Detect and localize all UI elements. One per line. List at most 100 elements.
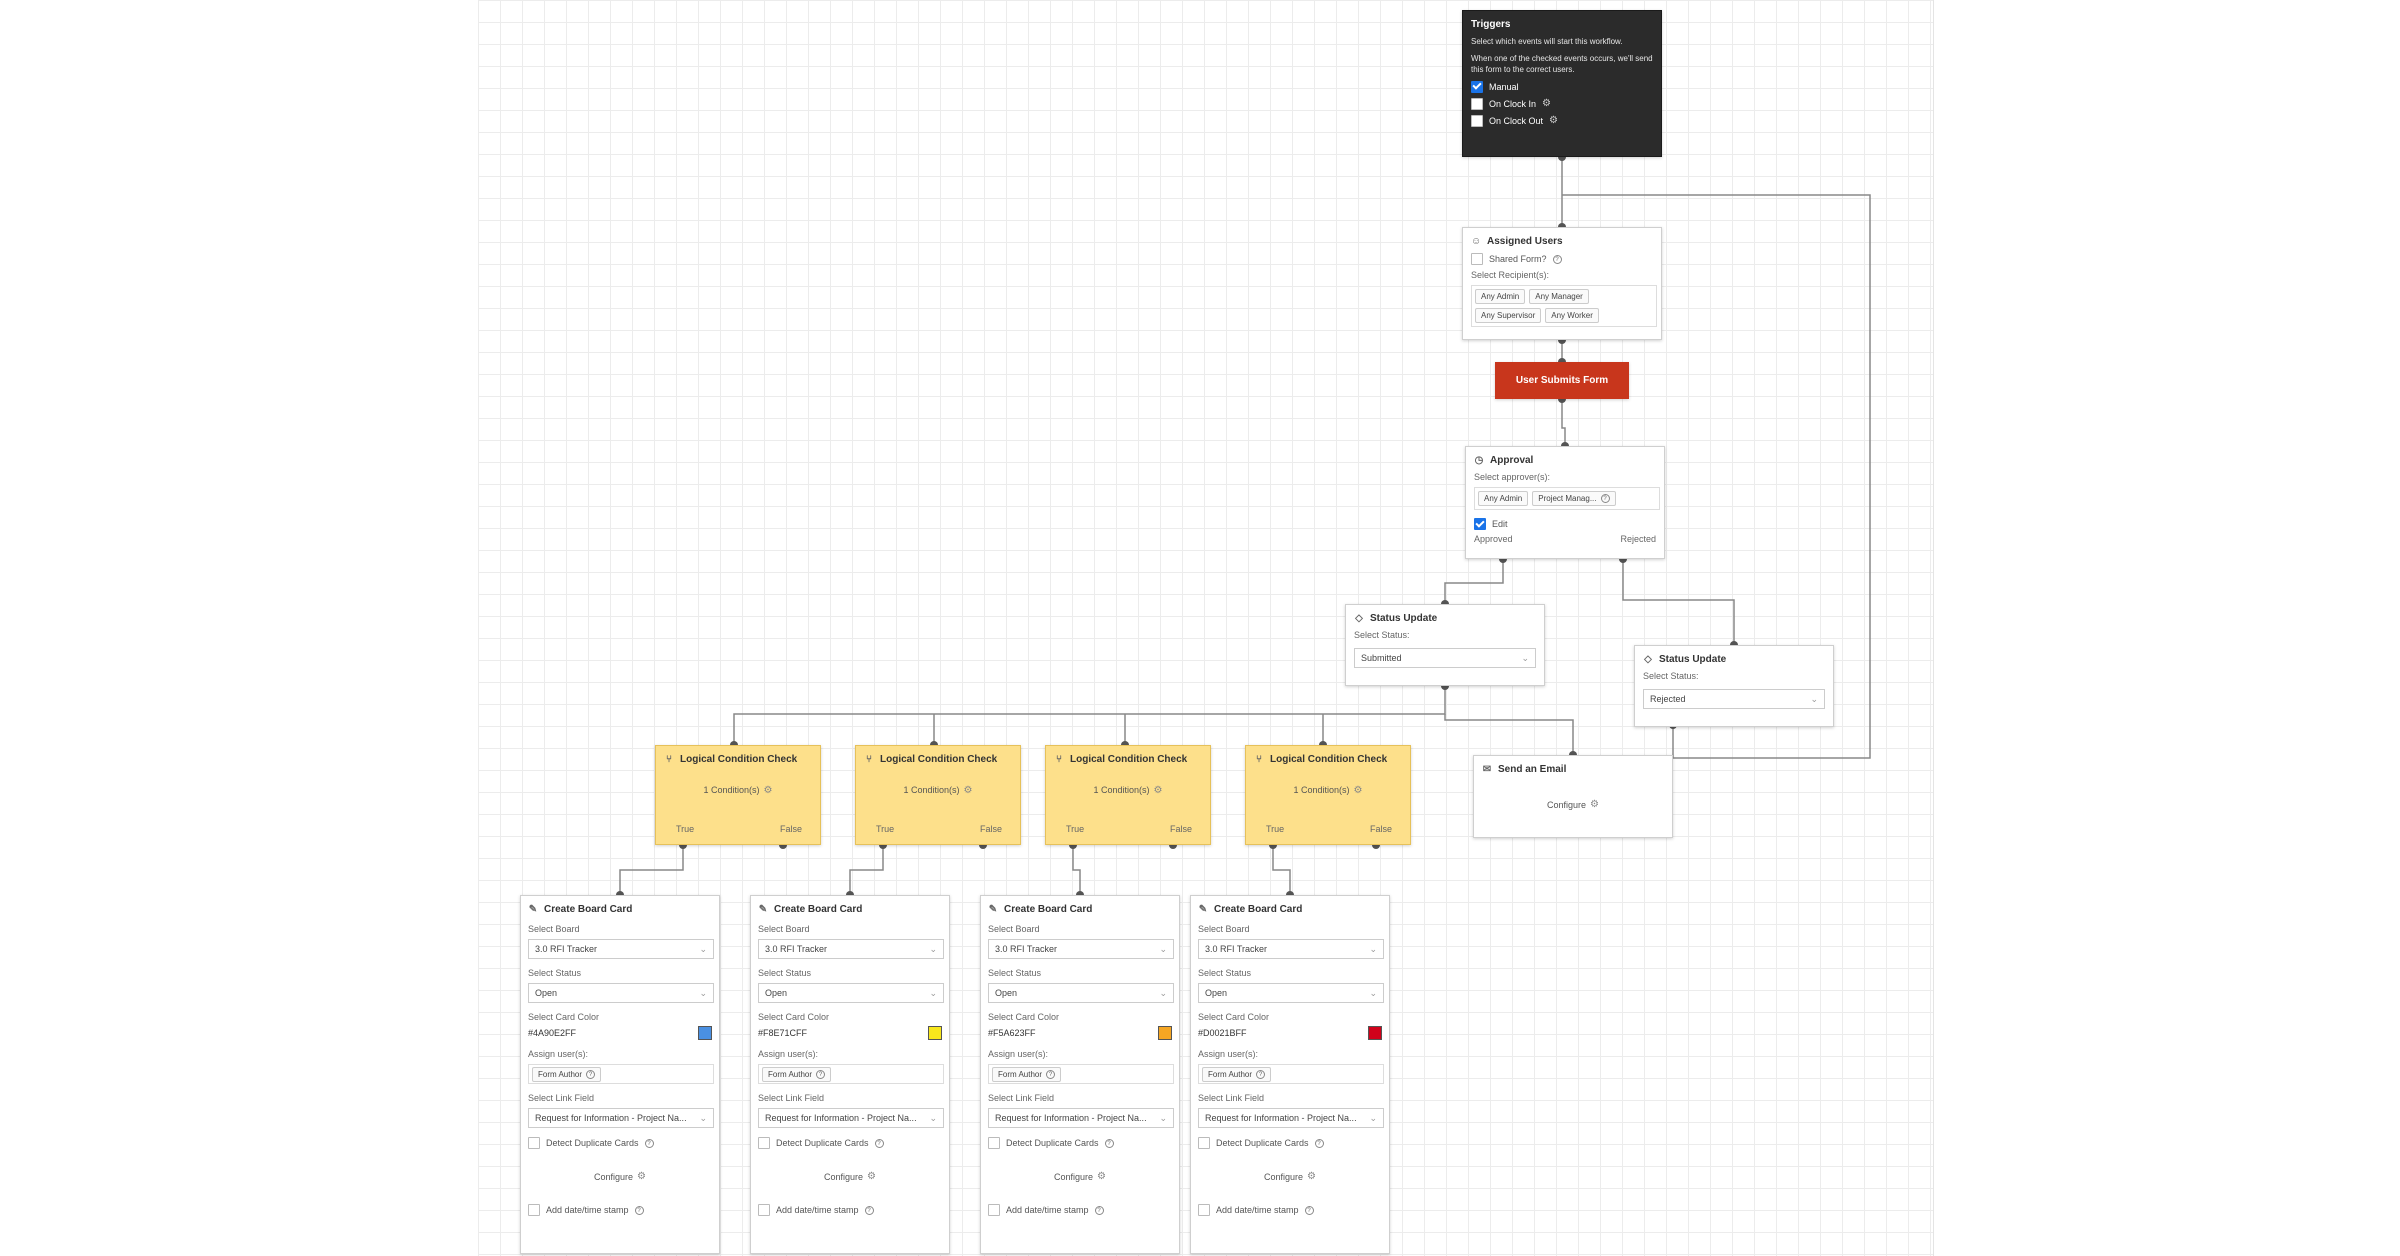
gear-icon[interactable]: ⚙ [1097,1171,1106,1182]
create-board-card-node[interactable]: ✎Create Board Card Select Board 3.0 RFI … [750,895,950,1254]
assign-users-box[interactable]: Form Author? [528,1064,714,1084]
gear-icon[interactable]: ⚙ [763,785,773,796]
board-select[interactable]: 3.0 RFI Tracker⌄ [988,939,1174,959]
status-update-node[interactable]: ◇ Status Update Select Status: Submitted… [1345,604,1545,686]
gear-icon[interactable]: ⚙ [637,1171,646,1182]
link-field-select[interactable]: Request for Information - Project Na...⌄ [758,1108,944,1128]
gear-icon[interactable]: ⚙ [867,1171,876,1182]
triggers-node[interactable]: Triggers Select which events will start … [1462,10,1662,157]
send-email-node[interactable]: ✉ Send an Email Configure ⚙ [1473,755,1673,838]
status-select[interactable]: Submitted ⌄ [1354,648,1536,668]
board-select[interactable]: 3.0 RFI Tracker⌄ [758,939,944,959]
user-submits-form-node[interactable]: User Submits Form [1495,362,1629,399]
gear-icon[interactable]: ⚙ [1353,785,1363,796]
color-swatch[interactable] [1158,1026,1172,1040]
help-icon[interactable]: ? [874,1138,884,1148]
link-field-select[interactable]: Request for Information - Project Na...⌄ [1198,1108,1384,1128]
logical-condition-node[interactable]: ⑂Logical Condition Check 1 Condition(s)⚙… [655,745,821,845]
detect-duplicates-checkbox[interactable] [758,1137,770,1149]
clock-out-checkbox[interactable] [1471,114,1483,127]
clock-out-gear-icon[interactable]: ⚙ [1549,115,1558,127]
create-board-card-node[interactable]: ✎Create Board Card Select Board 3.0 RFI … [520,895,720,1254]
help-icon[interactable]: ? [1256,1069,1266,1079]
gear-icon[interactable]: ⚙ [1153,785,1163,796]
assign-users-box[interactable]: Form Author? [988,1064,1174,1084]
approver-chip[interactable]: Any Admin [1478,491,1529,506]
logical-condition-node[interactable]: ⑂Logical Condition Check 1 Condition(s)⚙… [855,745,1021,845]
logical-condition-node[interactable]: ⑂Logical Condition Check 1 Condition(s)⚙… [1045,745,1211,845]
color-swatch[interactable] [698,1026,712,1040]
manual-checkbox[interactable] [1471,80,1483,93]
workflow-canvas[interactable] [478,0,1934,1256]
card-configure[interactable]: Configure⚙ [1198,1171,1382,1182]
status-select[interactable]: Open⌄ [528,983,714,1003]
trigger-manual[interactable]: Manual [1471,80,1653,93]
help-icon[interactable]: ? [1046,1069,1056,1079]
help-icon[interactable]: ? [864,1205,874,1215]
select-board-label: Select Board [758,924,810,934]
gear-icon[interactable]: ⚙ [1307,1171,1316,1182]
help-icon[interactable]: ? [1552,254,1562,264]
assignee-chip[interactable]: Form Author? [762,1066,832,1082]
status-value: Open [535,988,558,998]
trigger-clock-in[interactable]: On Clock In ⚙ [1471,97,1653,110]
date-stamp-checkbox[interactable] [1198,1204,1210,1216]
trigger-clock-out[interactable]: On Clock Out ⚙ [1471,114,1653,127]
email-configure[interactable]: Configure ⚙ [1482,799,1664,810]
color-swatch[interactable] [1368,1026,1382,1040]
color-swatch[interactable] [928,1026,942,1040]
approval-node[interactable]: ◷ Approval Select approver(s): Any Admin… [1465,446,1665,559]
board-select[interactable]: 3.0 RFI Tracker⌄ [1198,939,1384,959]
detect-duplicates-checkbox[interactable] [988,1137,1000,1149]
approvers-chipbox[interactable]: Any Admin Project Manag...? [1474,487,1660,510]
card-configure[interactable]: Configure⚙ [528,1171,712,1182]
logical-condition-node[interactable]: ⑂Logical Condition Check 1 Condition(s)⚙… [1245,745,1411,845]
approver-chip[interactable]: Project Manag...? [1532,491,1616,506]
assign-users-box[interactable]: Form Author? [758,1064,944,1084]
recipient-chip[interactable]: Any Admin [1475,289,1526,304]
status-update-node[interactable]: ◇ Status Update Select Status: Rejected … [1634,645,1834,727]
assignee-chip[interactable]: Form Author? [992,1066,1062,1082]
recipient-chip[interactable]: Any Supervisor [1475,308,1542,323]
detect-duplicates-checkbox[interactable] [1198,1137,1210,1149]
card-configure[interactable]: Configure⚙ [988,1171,1172,1182]
help-icon[interactable]: ? [1094,1205,1104,1215]
recipient-chip[interactable]: Any Worker [1545,308,1599,323]
detect-duplicates-checkbox[interactable] [528,1137,540,1149]
status-select[interactable]: Open⌄ [1198,983,1384,1003]
help-icon[interactable]: ? [1600,494,1610,503]
status-value: Open [1205,988,1228,998]
help-icon[interactable]: ? [1304,1205,1314,1215]
status-select[interactable]: Rejected ⌄ [1643,689,1825,709]
help-icon[interactable]: ? [644,1138,654,1148]
date-stamp-checkbox[interactable] [988,1204,1000,1216]
link-field-select[interactable]: Request for Information - Project Na...⌄ [988,1108,1174,1128]
edit-checkbox[interactable] [1474,518,1486,530]
assignee-chip[interactable]: Form Author? [532,1066,602,1082]
assign-users-box[interactable]: Form Author? [1198,1064,1384,1084]
card-configure[interactable]: Configure⚙ [758,1171,942,1182]
create-board-card-node[interactable]: ✎Create Board Card Select Board 3.0 RFI … [980,895,1180,1254]
clock-in-checkbox[interactable] [1471,97,1483,110]
select-card-color-label: Select Card Color [758,1012,830,1022]
status-select[interactable]: Open⌄ [988,983,1174,1003]
help-icon[interactable]: ? [634,1205,644,1215]
recipients-chipbox[interactable]: Any Admin Any Manager Any Supervisor Any… [1471,285,1657,327]
help-icon[interactable]: ? [1314,1138,1324,1148]
create-board-card-node[interactable]: ✎Create Board Card Select Board 3.0 RFI … [1190,895,1390,1254]
help-icon[interactable]: ? [1104,1138,1114,1148]
date-stamp-checkbox[interactable] [528,1204,540,1216]
gear-icon[interactable]: ⚙ [1590,799,1599,810]
help-icon[interactable]: ? [816,1069,826,1079]
link-field-select[interactable]: Request for Information - Project Na...⌄ [528,1108,714,1128]
date-stamp-checkbox[interactable] [758,1204,770,1216]
status-select[interactable]: Open⌄ [758,983,944,1003]
board-select[interactable]: 3.0 RFI Tracker⌄ [528,939,714,959]
gear-icon[interactable]: ⚙ [963,785,973,796]
recipient-chip[interactable]: Any Manager [1529,289,1589,304]
assignee-chip[interactable]: Form Author? [1202,1066,1272,1082]
shared-form-checkbox[interactable] [1471,253,1483,265]
clock-in-gear-icon[interactable]: ⚙ [1542,98,1551,110]
assigned-users-node[interactable]: ☺ Assigned Users Shared Form? ? Select R… [1462,227,1662,340]
help-icon[interactable]: ? [586,1069,596,1079]
